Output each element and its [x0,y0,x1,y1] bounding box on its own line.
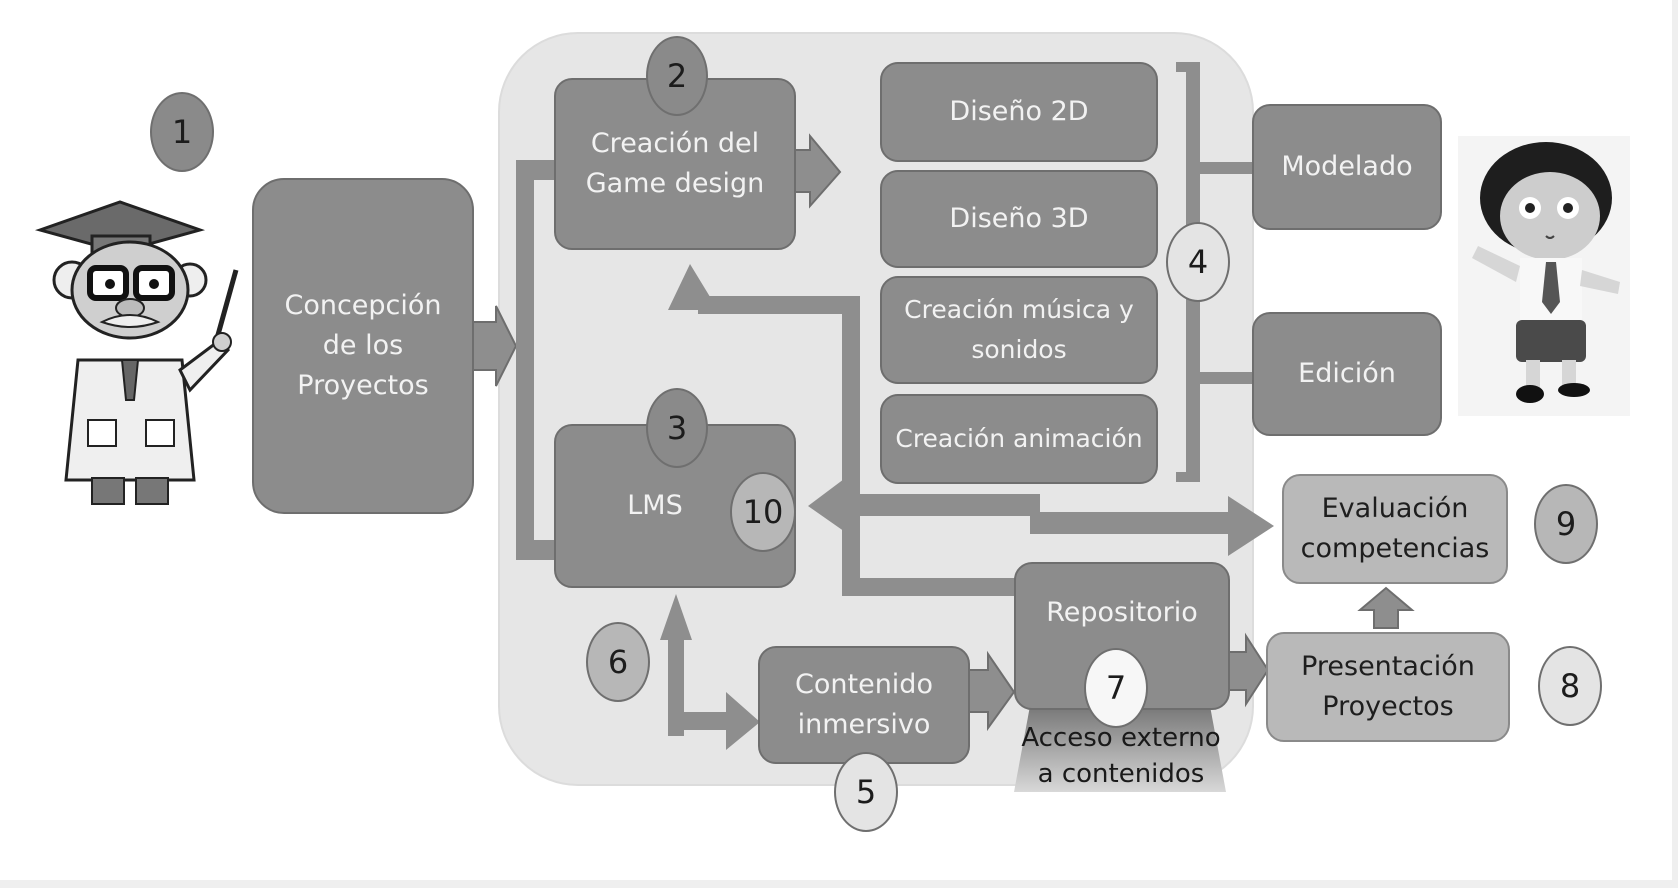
node-concepcion-label: Concepción de los Proyectos [284,290,442,401]
connector-feedback-line [698,296,848,314]
badge-3: 3 [646,388,708,468]
badge-4: 4 [1166,222,1230,302]
node-musica[interactable]: Creación música y sonidos [880,276,1158,384]
node-concepcion[interactable]: Concepción de los Proyectos [252,178,474,514]
badge-10: 10 [730,472,796,552]
arrow-to-lms [808,476,1040,534]
node-diseno-2d-label: Diseño 2D [949,96,1089,127]
node-evaluacion-label: Evaluación competencias [1300,493,1490,564]
node-repositorio[interactable]: Repositorio [1014,562,1230,710]
node-edicion[interactable]: Edición [1252,312,1442,436]
student-icon [1458,136,1630,416]
arrow-lms-to-contenido [726,692,760,750]
node-contenido[interactable]: Contenido inmersivo [758,646,970,764]
node-animacion[interactable]: Creación animación [880,394,1158,484]
arrow-feedback-to-gamedesign [668,264,718,310]
node-diseno-2d[interactable]: Diseño 2D [880,62,1158,162]
node-presentacion[interactable]: Presentación Proyectos [1266,632,1510,742]
node-repositorio-label: Repositorio [1046,597,1198,628]
badge-2: 2 [646,36,708,116]
arrow-repositorio-to-presentacion [1227,632,1270,708]
node-game-design-label: Creación del Game design [585,128,765,199]
connector-left-bracket [516,160,534,560]
teacher-icon [34,200,239,505]
arrow-gamedesign-to-tools [791,133,842,209]
badge-7: 7 [1084,648,1148,728]
node-modelado-label: Modelado [1281,151,1413,182]
arrow-contenido-to-lms [660,594,692,640]
node-musica-label: Creación música y sonidos [904,295,1134,364]
badge-9: 9 [1534,484,1598,564]
badge-8: 8 [1538,646,1602,726]
node-evaluacion[interactable]: Evaluación competencias [1282,474,1508,584]
arrow-presentacion-to-evaluacion [1357,586,1415,629]
arrow-to-evaluacion [1228,496,1274,556]
badge-5: 5 [834,752,898,832]
node-lms-label: LMS [627,490,683,521]
badge-6: 6 [586,622,650,702]
node-diseno-3d[interactable]: Diseño 3D [880,170,1158,268]
node-modelado[interactable]: Modelado [1252,104,1442,230]
node-diseno-3d-label: Diseño 3D [949,203,1089,234]
external-access-beam [1014,706,1226,792]
arrow-contenido-to-repositorio [967,650,1016,732]
external-access-caption: Acceso externo a contenidos [1021,723,1221,789]
node-contenido-label: Contenido inmersivo [795,669,933,740]
node-edicion-label: Edición [1298,358,1396,389]
badge-1: 1 [150,92,214,172]
node-animacion-label: Creación animación [895,424,1143,453]
node-presentacion-label: Presentación Proyectos [1301,651,1475,722]
arrow-concepcion-to-main [471,305,518,387]
